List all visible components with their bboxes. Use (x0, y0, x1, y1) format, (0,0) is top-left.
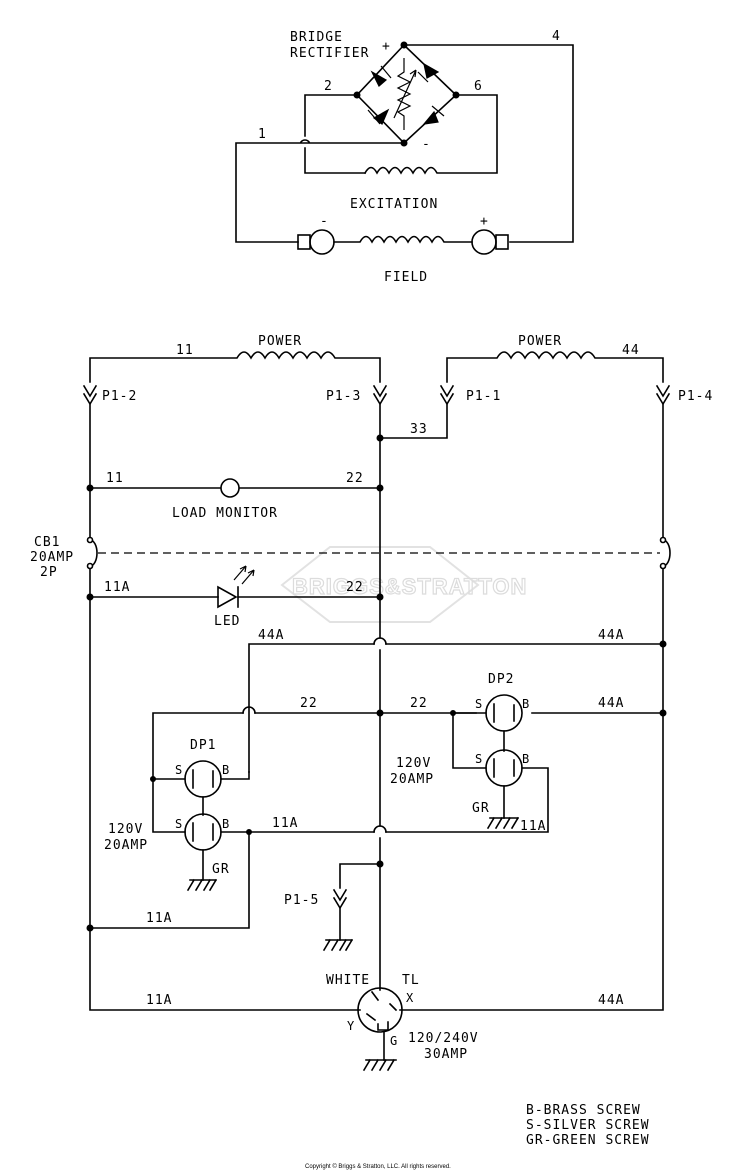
dp2-s-bot: S (475, 752, 482, 766)
load-monitor: 11 22 LOAD MONITOR (86, 471, 384, 521)
wire-6-label: 6 (474, 79, 483, 94)
wire-22-label: 22 (346, 471, 364, 486)
wire-11a-label: 11A (104, 580, 130, 595)
excitation-label: EXCITATION (350, 197, 438, 212)
field-label: FIELD (384, 270, 428, 285)
wire-44a-3-label: 44A (598, 696, 624, 711)
connector-p1-5: P1-5 (284, 860, 384, 952)
cb1-poles: 2P (40, 565, 58, 580)
duplex-outlet-dp2: DP2 S B S B GR 11A 120V 20AMP (385, 672, 549, 834)
wire-44a-left-label: 44A (258, 628, 284, 643)
power-right-label: POWER (518, 334, 562, 349)
dp2-b-bot: B (522, 752, 529, 766)
dp1-s-top: S (175, 763, 182, 777)
p1-5-label: P1-5 (284, 893, 319, 908)
wire-22-outlets: 22 22 44A (152, 696, 667, 780)
bridge-label-1: BRIDGE (290, 30, 343, 45)
p1-1-label: P1-1 (466, 389, 501, 404)
wire-11a-right-label: 11A (520, 819, 546, 834)
bridge-label-2: RECTIFIER (290, 46, 369, 61)
wire-44a-bot-label: 44A (598, 993, 624, 1008)
power-left-label: POWER (258, 334, 302, 349)
wire-22b-label: 22 (346, 580, 364, 595)
wire-11a-low-label: 11A (146, 911, 172, 926)
dp1-s-bot: S (175, 817, 182, 831)
twist-lock-outlet: WHITE TL X Y G 120/240V 30AMP 11A 44A (146, 973, 624, 1072)
bridge-minus: - (422, 137, 431, 152)
dp2-s-top: S (475, 697, 482, 711)
tl-g-label: G (390, 1034, 397, 1048)
circuit-breaker-cb1: CB1 20AMP 2P (30, 535, 671, 580)
excitation-field-wiring: EXCITATION - + FIELD (235, 44, 574, 285)
p1-4-label: P1-4 (678, 389, 713, 404)
dp2-rating-1: 120V (396, 756, 431, 771)
wire-4-label: 4 (552, 29, 561, 44)
dp1-label: DP1 (190, 738, 216, 753)
legend-silver: S-SILVER SCREW (526, 1118, 650, 1133)
wire-11b-label: 11 (106, 471, 124, 486)
dp1-b-bot: B (222, 817, 229, 831)
duplex-outlet-dp1: DP1 S B S B GR 120V 20AMP 11A 11A (86, 738, 375, 932)
white-label: WHITE (326, 973, 370, 988)
field-minus: - (320, 214, 329, 229)
bridge-rectifier: BRIDGE RECTIFIER + - 2 6 4 1 (258, 29, 561, 152)
wire-22d-label: 22 (410, 696, 428, 711)
main-buses: 33 (89, 403, 664, 1011)
wire-22c-label: 22 (300, 696, 318, 711)
cb1-label: CB1 (34, 535, 60, 550)
tl-y-label: Y (347, 1019, 355, 1033)
bridge-plus: + (382, 39, 391, 54)
p1-3-label: P1-3 (326, 389, 361, 404)
led-indicator: 11A 22 LED (86, 565, 384, 629)
tl-rating-1: 120/240V (408, 1031, 479, 1046)
copyright-text: Copyright © Briggs & Stratton, LLC. All … (305, 1163, 451, 1170)
wire-11-label: 11 (176, 343, 194, 358)
legend-green: GR-GREEN SCREW (526, 1133, 650, 1148)
field-plus: + (480, 214, 489, 229)
watermark: BRIGGS&STRATTON (280, 546, 527, 623)
wire-44a-right-label: 44A (598, 628, 624, 643)
dp1-rating-2: 20AMP (104, 838, 148, 853)
cb1-rating: 20AMP (30, 550, 74, 565)
wire-33-label: 33 (410, 422, 428, 437)
tl-label: TL (402, 973, 420, 988)
load-monitor-label: LOAD MONITOR (172, 506, 278, 521)
tl-x-label: X (406, 991, 414, 1005)
p1-2-label: P1-2 (102, 389, 137, 404)
connectors-p1: P1-2 P1-3 P1-1 P1-4 (82, 384, 713, 406)
wire-44a: 44A 44A (248, 628, 667, 773)
wire-2-label: 2 (324, 79, 333, 94)
dp1-b-top: B (222, 763, 229, 777)
power-windings: POWER POWER 11 44 (89, 334, 664, 383)
dp1-gr-label: GR (212, 862, 230, 877)
wire-11a-mid-label: 11A (272, 816, 298, 831)
dp2-rating-2: 20AMP (390, 772, 434, 787)
legend: B-BRASS SCREW S-SILVER SCREW GR-GREEN SC… (526, 1103, 650, 1148)
watermark-text: BRIGGS&STRATTON (292, 574, 527, 599)
led-label: LED (214, 614, 240, 629)
dp2-label: DP2 (488, 672, 514, 687)
wire-1-label: 1 (258, 127, 267, 142)
legend-brass: B-BRASS SCREW (526, 1103, 641, 1118)
dp2-gr-label: GR (472, 801, 490, 816)
dp2-b-top: B (522, 697, 529, 711)
dp1-rating-1: 120V (108, 822, 143, 837)
tl-rating-2: 30AMP (424, 1047, 468, 1062)
wire-11a-bot-label: 11A (146, 993, 172, 1008)
wire-44-label: 44 (622, 343, 640, 358)
